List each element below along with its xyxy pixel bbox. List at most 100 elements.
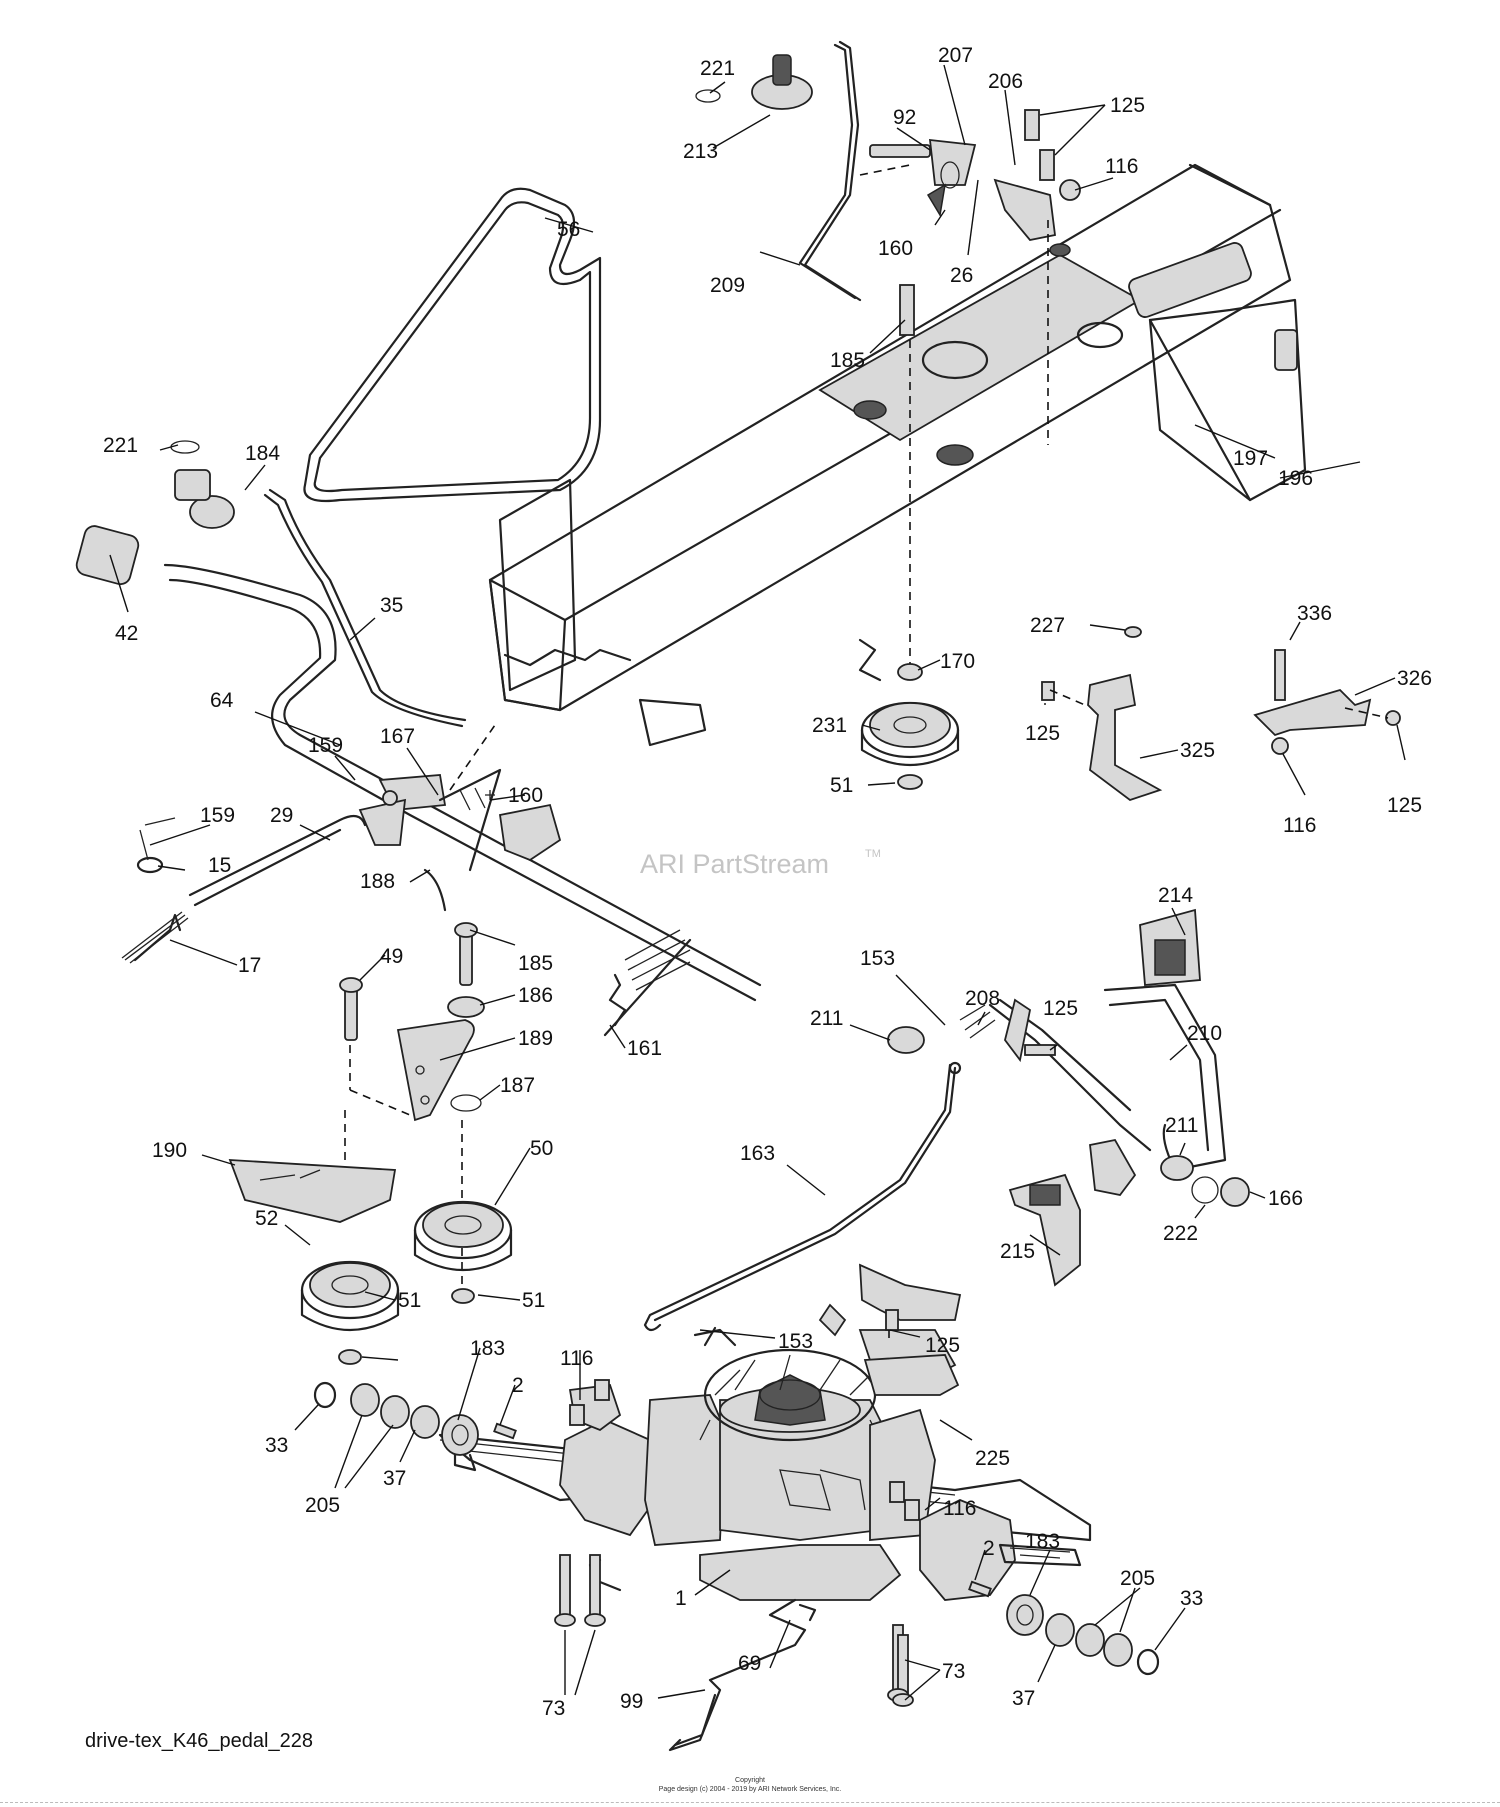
callout-197: 197 (1233, 447, 1268, 470)
callout-160: 160 (878, 237, 913, 260)
callout-159: 159 (200, 804, 235, 827)
callout-231: 231 (812, 714, 847, 737)
callout-227: 227 (1030, 614, 1065, 637)
mounting-brackets (1041, 626, 1401, 802)
callout-116: 116 (560, 1347, 593, 1370)
bottom-divider (0, 1802, 1500, 1803)
callout-222: 222 (1163, 1222, 1198, 1245)
diagram-caption: drive-tex_K46_pedal_228 (85, 1730, 313, 1752)
callout-183: 183 (1025, 1530, 1060, 1553)
callout-188: 188 (360, 870, 395, 893)
callout-116: 116 (943, 1497, 976, 1520)
callout-205: 205 (1120, 1567, 1155, 1590)
callout-160: 160 (508, 784, 543, 807)
callout-196: 196 (1278, 467, 1313, 490)
callout-33: 33 (265, 1434, 288, 1457)
callout-125: 125 (1025, 722, 1060, 745)
callout-42: 42 (115, 622, 138, 645)
callout-2: 2 (512, 1374, 524, 1397)
callout-50: 50 (530, 1137, 553, 1160)
callout-29: 29 (270, 804, 293, 827)
callout-225: 225 (975, 1447, 1010, 1470)
callout-336: 336 (1297, 602, 1332, 625)
callout-2: 2 (983, 1537, 995, 1560)
callout-51: 51 (522, 1289, 545, 1312)
callout-211: 211 (1165, 1114, 1198, 1137)
frame-chassis (488, 163, 1307, 747)
callout-17: 17 (238, 954, 261, 977)
callout-64: 64 (210, 689, 234, 712)
watermark: ARI PartStream TM (640, 848, 881, 879)
shift-lever-assembly (695, 40, 1081, 670)
callout-labels: 221 213 56 209 92 207 160 26 206 125 116… (103, 44, 1432, 1720)
bypass-rod (668, 1598, 817, 1752)
callout-325: 325 (1180, 739, 1215, 762)
callout-170: 170 (940, 650, 975, 673)
callout-1: 1 (675, 1587, 687, 1610)
callout-166: 166 (1268, 1187, 1303, 1210)
pedal-and-lever-linkage (75, 440, 762, 1002)
callout-214: 214 (1158, 884, 1193, 907)
callout-125: 125 (925, 1334, 960, 1357)
callout-73: 73 (942, 1660, 965, 1683)
callout-207: 207 (938, 44, 973, 67)
callout-116: 116 (1105, 155, 1138, 178)
callout-35: 35 (380, 594, 403, 617)
callout-52: 52 (255, 1207, 278, 1230)
callout-116: 116 (1283, 814, 1316, 837)
callout-125: 125 (1387, 794, 1422, 817)
callout-159: 159 (308, 734, 343, 757)
callout-153: 153 (860, 947, 895, 970)
watermark-tm: TM (865, 848, 881, 860)
callout-51: 51 (398, 1289, 421, 1312)
callout-185: 185 (830, 349, 865, 372)
callout-215: 215 (1000, 1240, 1035, 1263)
watermark-text: ARI PartStream (640, 849, 829, 879)
callout-210: 210 (1187, 1022, 1222, 1045)
callout-221: 221 (103, 434, 138, 457)
idler-bracket-and-pulleys (228, 922, 692, 1365)
callout-153: 153 (778, 1330, 813, 1353)
transaxle (438, 1263, 1092, 1707)
callout-206: 206 (988, 70, 1023, 93)
callout-73: 73 (542, 1697, 565, 1720)
callout-211: 211 (810, 1007, 843, 1030)
callout-185: 185 (518, 952, 553, 975)
callout-208: 208 (965, 987, 1000, 1010)
callout-189: 189 (518, 1027, 553, 1050)
callout-190: 190 (152, 1139, 187, 1162)
callout-167: 167 (380, 725, 415, 748)
callout-161: 161 (627, 1037, 662, 1060)
callout-163: 163 (740, 1142, 775, 1165)
callout-209: 209 (710, 274, 745, 297)
callout-33: 33 (1180, 1587, 1203, 1610)
callout-15: 15 (208, 854, 231, 877)
callout-37: 37 (383, 1467, 406, 1490)
callout-69: 69 (738, 1652, 761, 1675)
callout-49: 49 (380, 945, 403, 968)
drive-belt (303, 187, 602, 503)
callout-125: 125 (1043, 997, 1078, 1020)
callout-187: 187 (500, 1074, 535, 1097)
callout-205: 205 (305, 1494, 340, 1517)
brake-pedal-assembly (643, 908, 1250, 1332)
callout-326: 326 (1397, 667, 1432, 690)
callout-184: 184 (245, 442, 280, 465)
callout-51: 51 (830, 774, 853, 797)
callout-213: 213 (683, 140, 718, 163)
callout-56: 56 (557, 218, 580, 241)
center-pulley (858, 638, 960, 790)
callout-125: 125 (1110, 94, 1145, 117)
callout-221: 221 (700, 57, 735, 80)
leader-lines (109, 64, 1406, 1701)
axle-hubs-and-washers (313, 1379, 1160, 1676)
copyright-line-1: Copyright (735, 1777, 765, 1784)
callout-99: 99 (620, 1690, 643, 1713)
callout-26: 26 (950, 264, 973, 287)
copyright-line-2: Page design (c) 2004 - 2019 by ARI Netwo… (658, 1786, 842, 1793)
callout-92: 92 (893, 106, 916, 129)
callout-186: 186 (518, 984, 553, 1007)
callout-183: 183 (470, 1337, 505, 1360)
callout-37: 37 (1012, 1687, 1035, 1710)
